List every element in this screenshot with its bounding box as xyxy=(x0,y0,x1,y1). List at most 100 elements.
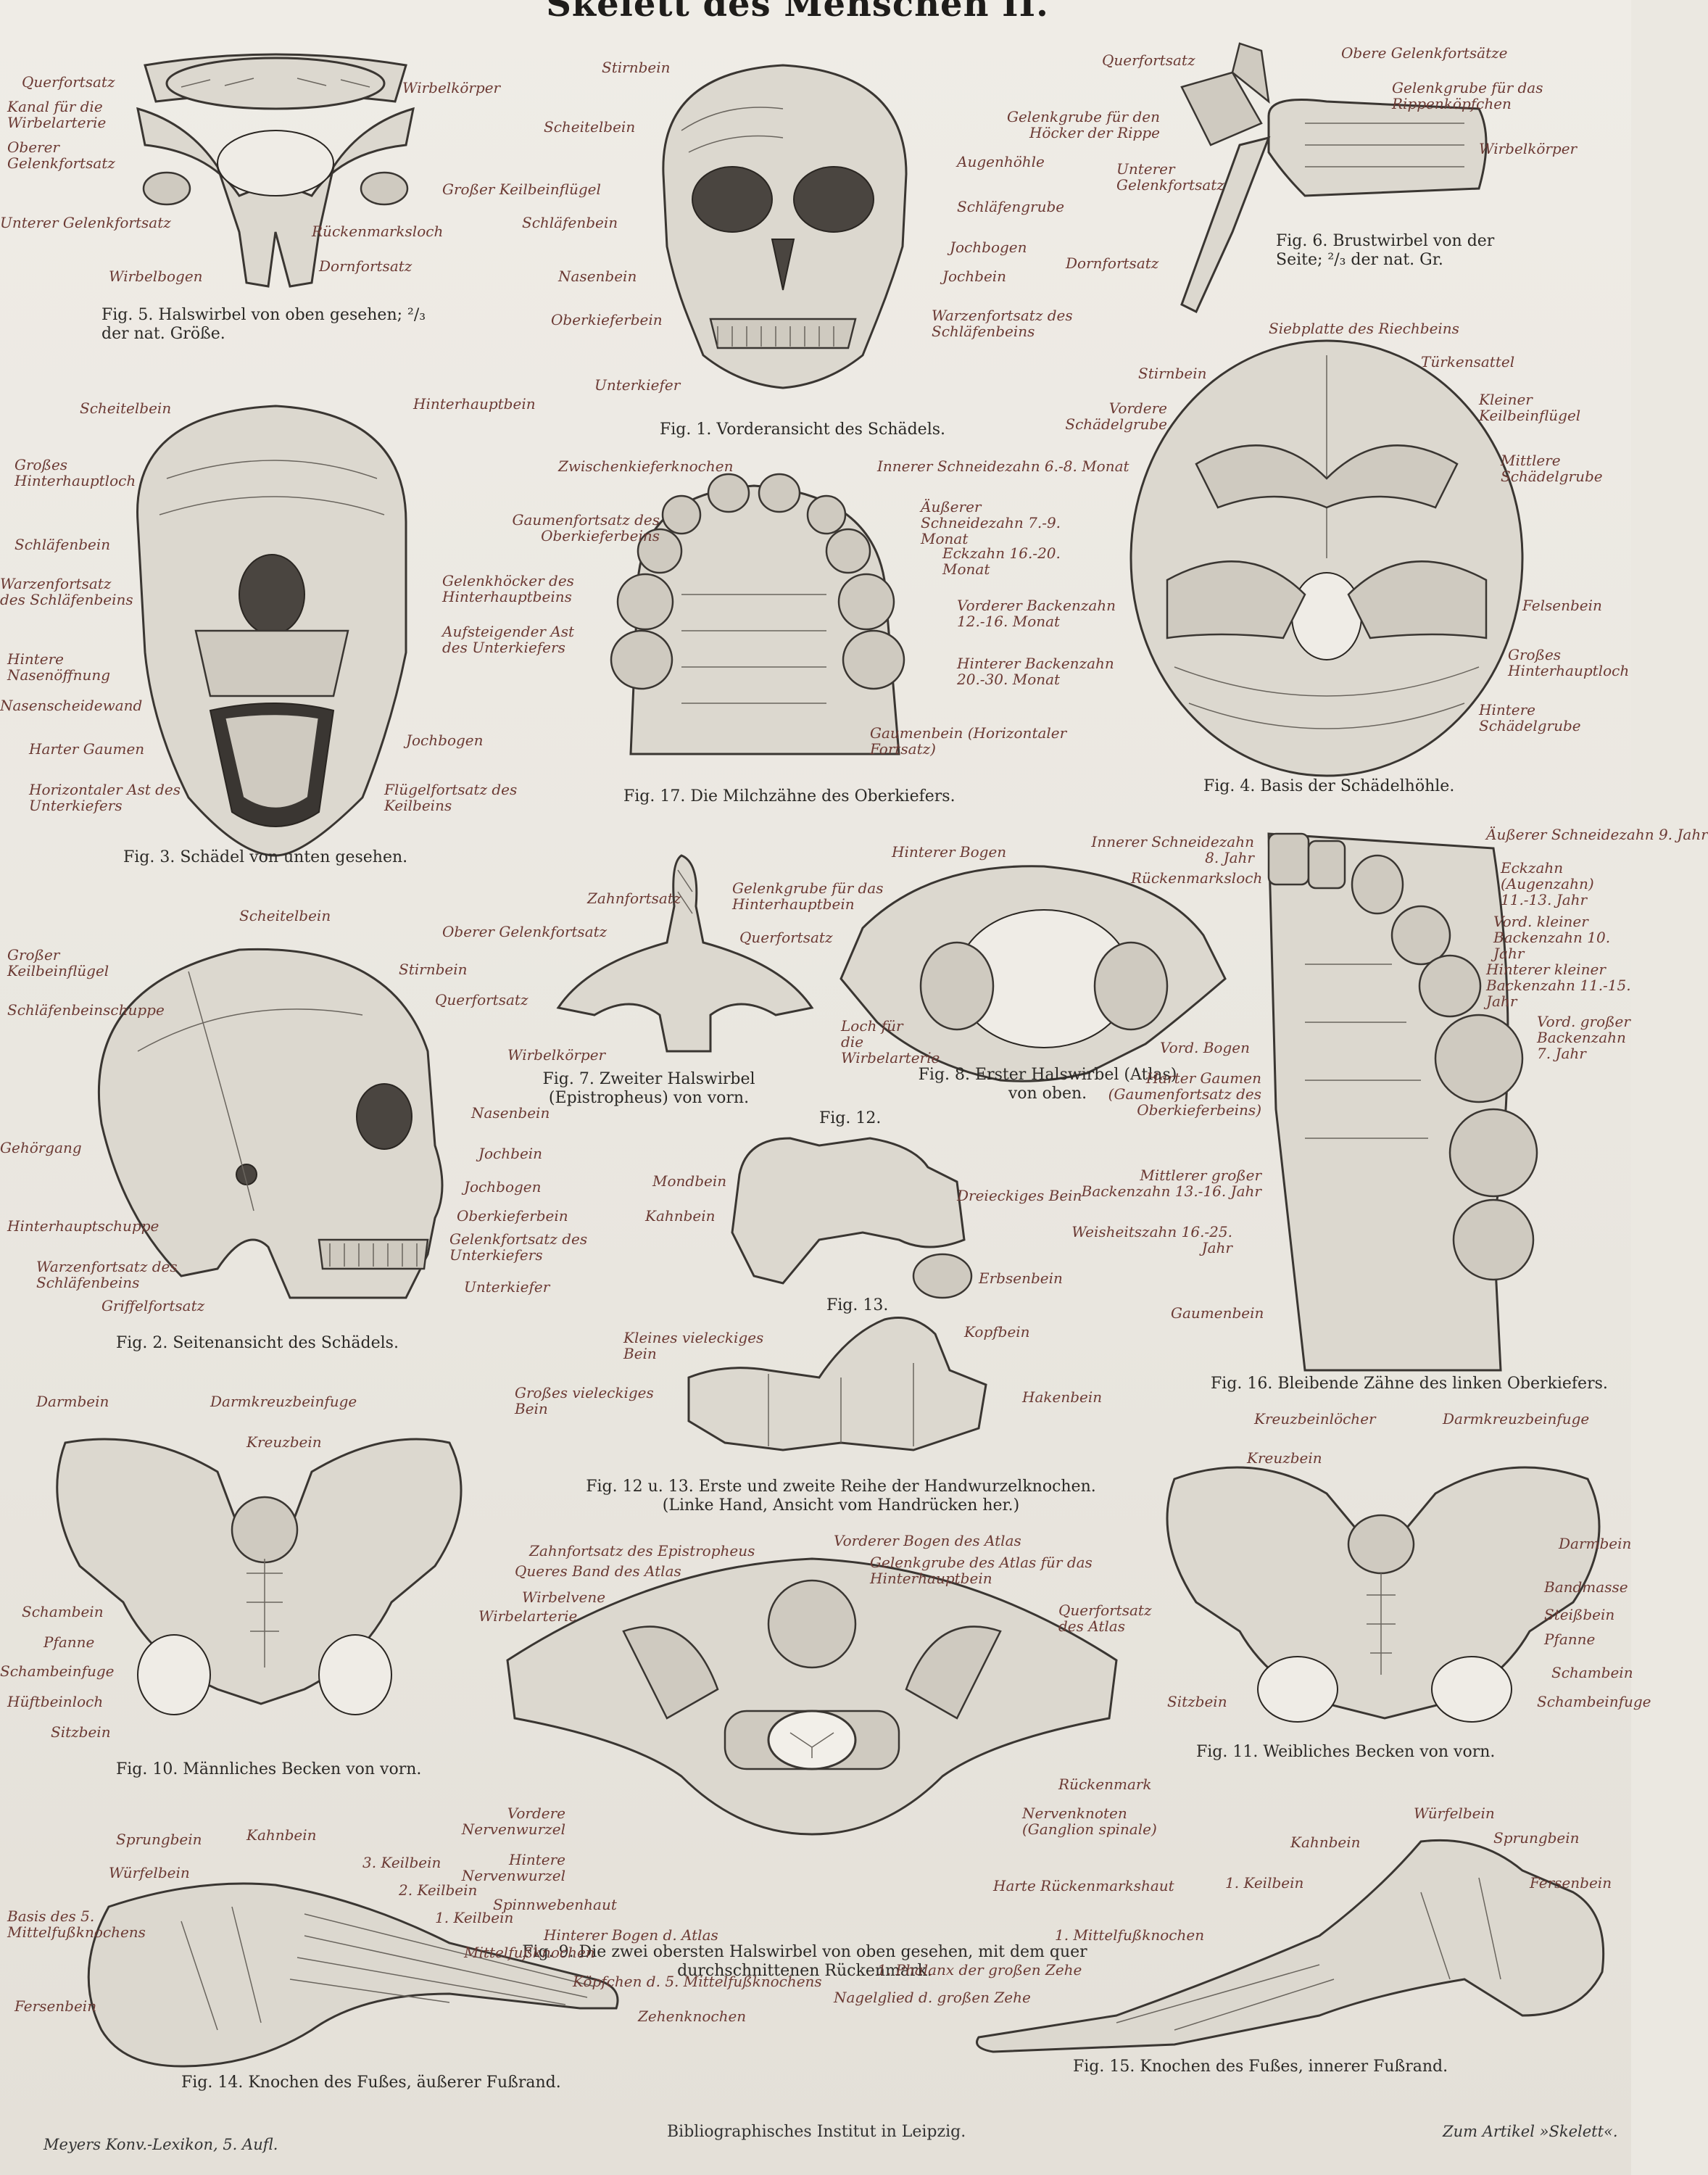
fig7-label-1: Oberer Gelenkfortsatz xyxy=(442,923,608,940)
fig9-label-4: Wirbelvene xyxy=(522,1588,606,1606)
fig2-skull-side: Scheitelbein Großer Keilbeinflügel Stirn… xyxy=(0,906,594,1370)
fig11-caption: Fig. 11. Weibliches Becken von vorn. xyxy=(1196,1743,1496,1761)
fig5-label-4: Wirbelbogen xyxy=(109,268,203,285)
fig16-drawing xyxy=(1267,832,1538,1372)
fig2-caption: Fig. 2. Seitenansicht des Schädels. xyxy=(116,1334,399,1352)
fig2-label-9: Hinterhauptschuppe xyxy=(7,1217,159,1235)
fig12-label-1: Dreieckiges Bein xyxy=(957,1187,1082,1204)
fig8-label-4: Loch für die Wirbelarterie xyxy=(841,1017,940,1066)
fig6-label-4: Wirbelkörper xyxy=(1479,140,1578,157)
fig14-drawing xyxy=(87,1882,619,2068)
fig3-label-11: Horizontaler Ast des Unterkiefers xyxy=(29,781,181,814)
fig4-label-1: Stirnbein xyxy=(1138,365,1207,382)
fig3-label-5: Gelenkhöcker des Hinterhauptbeins xyxy=(442,572,574,605)
fig14-label-1: Kahnbein xyxy=(246,1826,317,1844)
fig5-label-0: Querfortsatz xyxy=(22,73,115,91)
fig10-male-pelvis: Darmbein Darmkreuzbeinfuge Kreuzbein Sch… xyxy=(0,1385,507,1791)
fig10-drawing xyxy=(56,1438,463,1715)
fig13-label-1: Kopfbein xyxy=(964,1323,1030,1341)
fig13-label-0: Kleines vieleckiges Bein xyxy=(623,1329,764,1362)
fig9-label-10: Hintere Nervenwurzel xyxy=(461,1851,565,1884)
fig2-label-5: Gehörgang xyxy=(0,1139,82,1156)
fig16-caption: Fig. 16. Bleibende Zähne des linken Ober… xyxy=(1211,1375,1608,1393)
fig13-title: Fig. 13. xyxy=(826,1296,889,1314)
fig14-label-4: 2. Keilbein xyxy=(399,1881,478,1899)
fig11-label-5: Steißbein xyxy=(1544,1606,1615,1623)
fig13-label-2: Großes vieleckiges Bein xyxy=(515,1384,654,1417)
fig15-label-4: Fersenbein xyxy=(1530,1874,1612,1892)
fig7-label-2: Querfortsatz xyxy=(435,991,528,1008)
fig6-label-5: Unterer Gelenkfortsatz xyxy=(1116,160,1224,194)
fig4-skull-base: Siebplatte des Riechbeins Stirnbein Türk… xyxy=(1029,319,1631,805)
fig17-label-7: Gaumenbein (Horizontaler Fortsatz) xyxy=(870,724,1067,758)
fig5-label-5: Wirbelkörper xyxy=(402,79,501,96)
fig9-label-2: Queres Band des Atlas xyxy=(515,1562,681,1580)
fig15-label-1: Kahnbein xyxy=(1290,1834,1361,1851)
fig14-label-7: Mittelfußknochen xyxy=(464,1944,595,1961)
fig11-label-6: Pfanne xyxy=(1544,1631,1596,1648)
fig4-label-4: Kleiner Keilbeinflügel xyxy=(1479,391,1581,424)
fig3-label-12: Flügelfortsatz des Keilbeins xyxy=(384,781,518,814)
fig9-label-12: Harte Rückenmarkshaut xyxy=(993,1877,1174,1894)
fig14-label-10: Zehenknochen xyxy=(638,2008,747,2025)
fig9-top-vertebrae: Zahnfortsatz des Epistropheus Vorderer B… xyxy=(449,1530,1189,1943)
fig1-label-9: Jochbogen xyxy=(950,239,1027,256)
fig3-drawing xyxy=(136,405,407,857)
fig5-label-6: Rückenmarksloch xyxy=(312,223,444,240)
fig3-label-10: Harter Gaumen xyxy=(29,740,145,758)
fig16-label-1: Äußerer Schneidezahn 9. Jahr xyxy=(1486,826,1708,843)
fig7-caption: Fig. 7. Zweiter Halswirbel (Epistropheus… xyxy=(542,1070,755,1107)
fig12-label-0: Mondbein xyxy=(652,1172,727,1190)
fig2-label-12: Unterkiefer xyxy=(464,1278,550,1296)
fig10-label-7: Sitzbein xyxy=(51,1723,111,1741)
fig14-label-9: Fersenbein xyxy=(14,1997,97,2015)
fig17-label-6: Hinterer Backenzahn 20.-30. Monat xyxy=(957,655,1114,688)
fig6-label-6: Dornfortsatz xyxy=(1066,254,1159,272)
fig9-label-6: Querfortsatz des Atlas xyxy=(1058,1602,1152,1635)
fig11-label-3: Darmbein xyxy=(1559,1535,1632,1552)
fig1-drawing xyxy=(662,64,908,389)
fig14-label-0: Sprungbein xyxy=(116,1831,202,1848)
footer-right: Zum Artikel »Skelett«. xyxy=(1443,2123,1618,2140)
fig3-label-4: Warzenfortsatz des Schläfenbeins xyxy=(0,575,133,608)
fig3-label-6: Aufsteigender Ast des Unterkiefers xyxy=(442,623,575,656)
fig6-label-3: Gelenkgrube für den Höcker der Rippe xyxy=(1006,108,1160,141)
footer-center: Bibliographisches Institut in Leipzig. xyxy=(667,2123,966,2141)
fig10-label-0: Darmbein xyxy=(36,1393,109,1410)
fig9-label-8: Vordere Nervenwurzel xyxy=(461,1805,565,1838)
fig15-foot-inner: Würfelbein Kahnbein Sprungbein 1. Keilbe… xyxy=(812,1805,1631,2081)
fig1-label-7: Augenhöhle xyxy=(957,153,1045,170)
fig2-label-0: Scheitelbein xyxy=(239,907,331,924)
fig2-label-1: Großer Keilbeinflügel xyxy=(7,946,109,979)
fig16-label-2: Eckzahn (Augenzahn) 11.-13. Jahr xyxy=(1501,859,1594,908)
fig10-label-5: Schambeinfuge xyxy=(0,1662,115,1680)
fig1-caption: Fig. 1. Vorderansicht des Schädels. xyxy=(660,420,946,439)
fig15-label-6: 1. Phalanx der großen Zehe xyxy=(877,1961,1082,1979)
fig12-label-3: Erbsenbein xyxy=(979,1269,1063,1287)
fig5-label-3: Unterer Gelenkfortsatz xyxy=(0,214,171,231)
fig4-drawing xyxy=(1129,339,1524,777)
fig8-atlas: Hinterer Bogen Gelenkgrube für das Hinte… xyxy=(732,834,1262,1124)
fig8-label-1: Gelenkgrube für das Hinterhauptbein xyxy=(732,879,884,913)
fig3-skull-below: Scheitelbein Hinterhauptbein Großes Hint… xyxy=(0,392,580,877)
fig16-label-7: Mittlerer großer Backenzahn 13.-16. Jahr xyxy=(1081,1167,1261,1200)
fig2-drawing xyxy=(98,948,444,1299)
fig1-label-11: Warzenfortsatz des Schläfenbeins xyxy=(932,307,1073,340)
fig8-label-5: Vord. Bogen xyxy=(1160,1039,1250,1056)
fig1-label-0: Stirnbein xyxy=(602,59,671,76)
fig17-caption: Fig. 17. Die Milchzähne des Oberkiefers. xyxy=(623,787,955,805)
fig10-label-6: Hüftbeinloch xyxy=(7,1693,104,1710)
fig6-caption: Fig. 6. Brustwirbel von der Seite; ²/₃ d… xyxy=(1276,232,1495,269)
fig8-label-3: Querfortsatz xyxy=(739,929,833,946)
fig4-label-3: Vordere Schädelgrube xyxy=(1065,399,1167,433)
fig15-label-5: 1. Mittelfußknochen xyxy=(1055,1926,1205,1944)
fig16-label-4: Hinterer kleiner Backenzahn 11.-15. Jahr xyxy=(1486,961,1631,1010)
fig5-drawing xyxy=(136,53,415,288)
fig6-label-1: Obere Gelenkfortsätze xyxy=(1341,44,1508,62)
plate-title: Skelett des Menschen II. xyxy=(546,0,1049,25)
fig5-label-2: Oberer Gelenkfortsatz xyxy=(7,138,115,172)
fig17-label-3: Äußerer Schneidezahn 7.-9. Monat xyxy=(921,498,1061,547)
fig9-label-13: Hinterer Bogen d. Atlas xyxy=(544,1926,718,1944)
fig3-label-7: Hintere Nasenöffnung xyxy=(7,650,111,684)
